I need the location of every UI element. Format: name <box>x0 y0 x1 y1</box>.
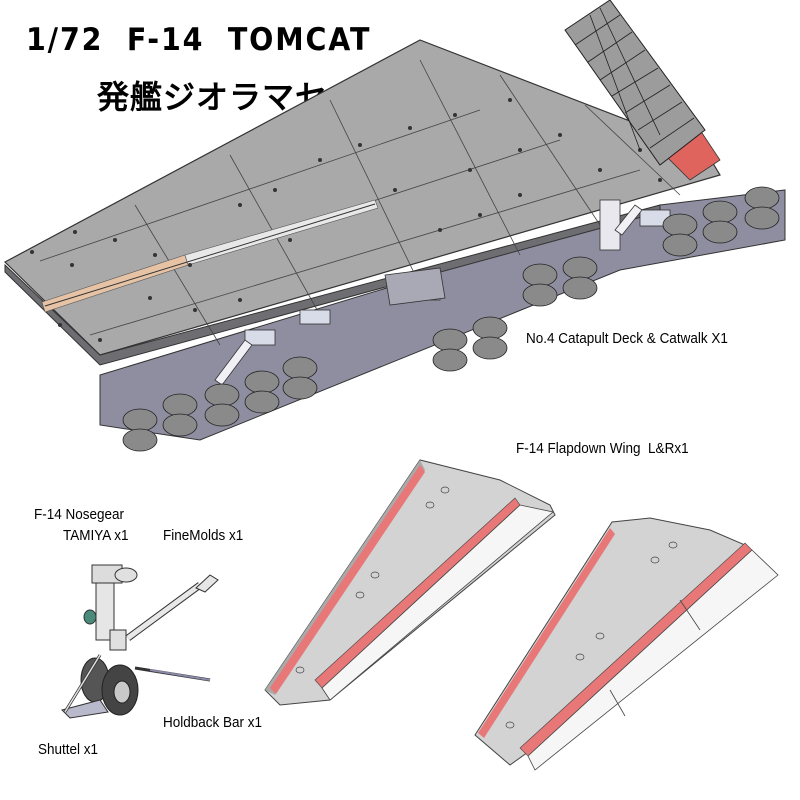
wing-left-render <box>264 459 556 706</box>
label-nosegear: F-14 Nosegear <box>34 506 125 523</box>
hose-reels <box>122 186 780 452</box>
label-shuttle: Shuttel x1 <box>38 741 99 758</box>
label-nosegear-finemolds: FineMolds x1 <box>163 527 244 544</box>
label-holdback-bar: Holdback Bar x1 <box>163 714 263 731</box>
label-flapdown-wing: F-14 Flapdown Wing L&Rx1 <box>516 440 689 457</box>
label-catapult-deck: No.4 Catapult Deck & Catwalk X1 <box>526 330 728 347</box>
catapult-deck-render <box>3 0 786 452</box>
label-nosegear-tamiya: TAMIYA x1 <box>63 527 129 544</box>
wing-right-render <box>474 517 779 771</box>
nosegear-render <box>61 564 219 719</box>
title-english: 1/72 F-14 TOMCAT <box>26 22 372 58</box>
